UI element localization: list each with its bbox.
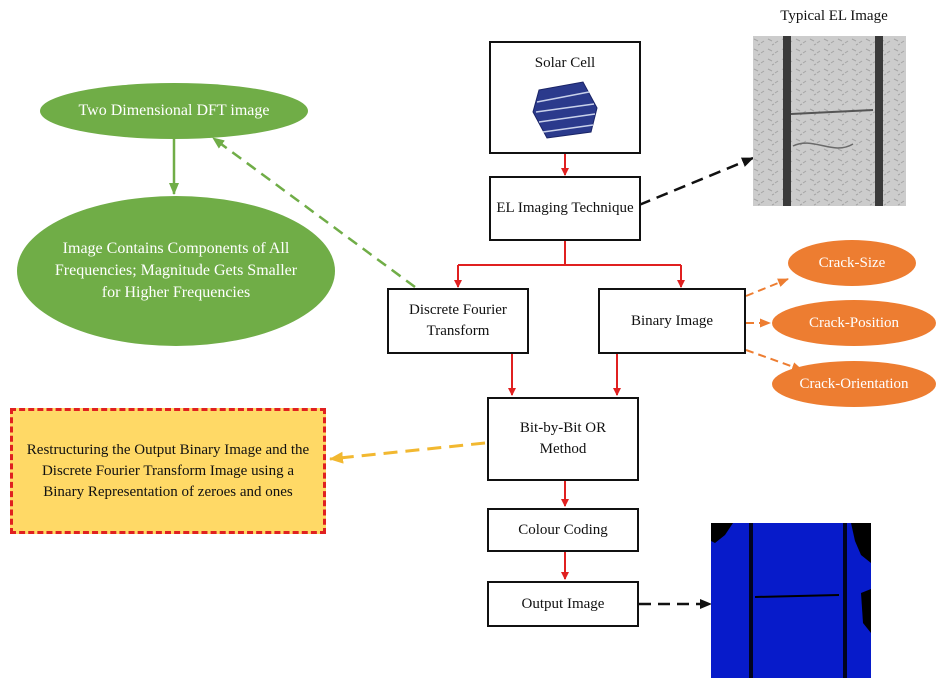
crack-orientation-ellipse: Crack-Orientation [772,361,936,407]
crack-size-label: Crack-Size [818,254,886,271]
arrow-or-to-note [329,441,486,464]
crack-orientation-label: Crack-Orientation [799,375,909,392]
bit-or-label: Bit-by-Bit OR Method [519,420,607,457]
output-image-box: Output Image [487,581,639,627]
colour-coded-output-image [711,523,871,678]
typical-el-image [753,36,906,206]
colour-coding-box: Colour Coding [487,508,639,552]
restructuring-note-text: Restructuring the Output Binary Image an… [26,441,310,500]
solar-cell-label: Solar Cell [534,55,596,71]
output-image-label: Output Image [521,595,605,612]
solar-panel-icon [532,81,598,139]
bit-or-box: Bit-by-Bit OR Method [487,397,639,481]
colour-coding-label: Colour Coding [518,521,608,538]
crack-position-ellipse: Crack-Position [772,300,936,346]
frequency-components-ellipse: Image Contains Components of All Frequen… [17,196,335,346]
frequency-components-label: Image Contains Components of All Frequen… [54,240,298,301]
el-imaging-label: EL Imaging Technique [496,200,634,216]
binary-image-label: Binary Image [630,312,714,329]
el-image-caption: Typical EL Image [780,8,888,24]
dft-label: Discrete Fourier Transform [409,302,507,339]
binary-image-box: Binary Image [598,288,746,354]
arrow-el-to-image [638,156,754,207]
dft-image-ellipse-label: Two Dimensional DFT image [78,102,270,119]
el-imaging-box: EL Imaging Technique [489,176,641,241]
dft-box: Discrete Fourier Transform [387,288,529,354]
crack-position-label: Crack-Position [809,314,899,331]
solar-cell-box: Solar Cell [489,41,641,154]
arrow-to-crack-size [745,278,789,297]
crack-size-ellipse: Crack-Size [788,240,916,286]
restructuring-note: Restructuring the Output Binary Image an… [10,408,326,534]
arrow-dft-to-ellipse [212,136,416,289]
dft-image-ellipse: Two Dimensional DFT image [40,83,308,139]
arrow-to-crack-orientation [745,349,803,371]
